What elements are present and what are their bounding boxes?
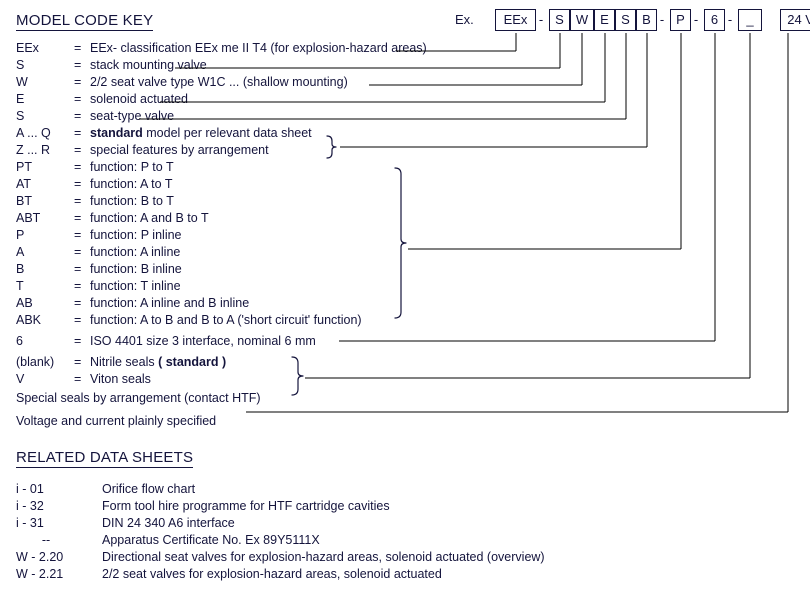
model-code-description: ISO 4401 size 3 interface, nominal 6 mm [90,334,316,348]
equals-sign: = [74,262,82,276]
sheet-id: W - 2.21 [16,567,64,581]
equals-sign: = [74,177,82,191]
model-code-description: function: A inline [90,245,181,259]
model-code-symbol: V [16,372,25,386]
model-code-symbol: A [16,245,25,259]
example-label: Ex. [455,12,474,27]
model-code-symbol: (blank) [16,355,55,369]
equals-sign: = [74,58,82,72]
code-box-1: S [549,9,570,31]
equals-sign: = [74,228,82,242]
code-box-2: W [570,9,594,31]
sheet-id: -- [41,533,51,547]
sheet-id: i - 32 [16,499,44,513]
model-code-description: Nitrile seals ( standard ) [90,355,227,369]
model-code-description: function: B inline [90,262,182,276]
equals-sign: = [74,313,82,327]
code-box-3: E [594,9,615,31]
equals-sign: = [74,334,82,348]
model-code-description: Voltage and current plainly specified [16,414,217,428]
model-code-symbol: B [16,262,25,276]
title-underline [16,30,154,31]
model-code-symbol: ABK [16,313,42,327]
code-box-7: 6 [704,9,725,31]
model-code-symbol: E [16,92,25,106]
model-code-description: function: A to T [90,177,173,191]
model-code-symbol: A ... Q [16,126,51,140]
equals-sign: = [74,296,82,310]
model-code-description: 2/2 seat valve type W1C ... (shallow mou… [90,75,348,89]
code-box-8: _ [738,9,762,31]
equals-sign: = [74,160,82,174]
equals-sign: = [74,355,82,369]
model-code-description: function: A to B and B to A ('short circ… [90,313,362,327]
brace-standard-special [326,135,337,159]
related-title-underline [16,467,194,468]
sheet-description: Orifice flow chart [102,482,196,496]
model-code-description: function: T inline [90,279,181,293]
sheet-id: i - 01 [16,482,44,496]
model-code-symbol: S [16,58,25,72]
equals-sign: = [74,109,82,123]
model-code-symbol: S [16,109,25,123]
related-data-sheets-title-text: RELATED DATA SHEETS [16,449,194,466]
model-code-symbol: EEx [16,41,39,55]
model-code-symbol: AB [16,296,33,310]
sheet-description: Form tool hire programme for HTF cartrid… [102,499,390,513]
model-code-symbol: ABT [16,211,41,225]
code-box-4: S [615,9,636,31]
code-box-0: EEx [495,9,536,31]
equals-sign: = [74,245,82,259]
sheet-description: 2/2 seat valves for explosion-hazard are… [102,567,442,581]
code-box-5: B [636,9,657,31]
equals-sign: = [74,75,82,89]
equals-sign: = [74,126,82,140]
model-code-symbol: P [16,228,25,242]
model-code-key-title-text: MODEL CODE KEY [16,12,154,29]
model-code-description: Special seals by arrangement (contact HT… [16,391,261,405]
brace-seals-group [291,356,304,396]
equals-sign: = [74,143,82,157]
equals-sign: = [74,41,82,55]
model-code-description: EEx- classification EEx me II T4 (for ex… [90,41,427,55]
model-code-symbol: T [16,279,24,293]
model-code-symbol: AT [16,177,32,191]
model-code-symbol: BT [16,194,32,208]
model-code-description: function: A inline and B inline [90,296,250,310]
brace-function-group [394,167,407,319]
code-separator-2: - [693,12,699,27]
code-box-9: 24 VDC [780,9,810,31]
equals-sign: = [74,372,82,386]
code-separator-1: - [659,12,665,27]
sheet-id: W - 2.20 [16,550,64,564]
code-separator-3: - [727,12,733,27]
sheet-id: i - 31 [16,516,44,530]
model-code-description: solenoid actuated [90,92,188,106]
related-data-sheets-title: RELATED DATA SHEETS [16,449,194,468]
model-code-key-title: MODEL CODE KEY [16,12,154,31]
sheet-description: Apparatus Certificate No. Ex 89Y5111X [102,533,320,547]
model-code-symbol: 6 [16,334,23,348]
model-code-description: seat-type valve [90,109,175,123]
equals-sign: = [74,194,82,208]
model-code-description: function: P to T [90,160,174,174]
model-code-description: stack mounting valve [90,58,207,72]
model-code-description: function: A and B to T [90,211,209,225]
equals-sign: = [74,279,82,293]
sheet-description: Directional seat valves for explosion-ha… [102,550,545,564]
code-box-6: P [670,9,691,31]
model-code-symbol: PT [16,160,32,174]
model-code-description: function: P inline [90,228,182,242]
equals-sign: = [74,92,82,106]
model-code-description: Viton seals [90,372,151,386]
sheet-description: DIN 24 340 A6 interface [102,516,235,530]
equals-sign: = [74,211,82,225]
model-code-symbol: W [16,75,28,89]
model-code-description: special features by arrangement [90,143,269,157]
model-code-description: function: B to T [90,194,174,208]
model-code-symbol: Z ... R [16,143,51,157]
code-separator-0: - [538,12,544,27]
model-code-description: standard model per relevant data sheet [90,126,312,140]
